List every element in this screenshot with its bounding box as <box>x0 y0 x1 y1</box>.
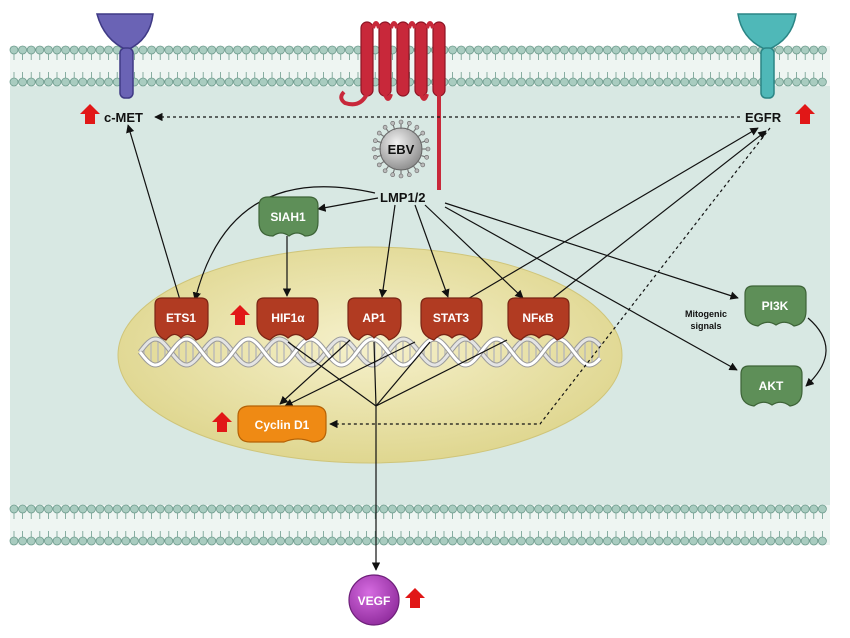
up-arrow-icon <box>230 305 250 325</box>
virus-icon <box>371 119 431 179</box>
akt-node: AKT <box>740 365 803 407</box>
nfkb-node: NFκB <box>507 297 570 341</box>
cyclind1-label: Cyclin D1 <box>255 418 310 432</box>
up-arrow-icon <box>80 104 100 124</box>
pi3k-node: PI3K <box>744 285 807 327</box>
up-arrow-icon <box>405 588 425 608</box>
siah1-node: SIAH1 <box>258 196 319 237</box>
up-arrow-icon <box>212 412 232 432</box>
signals-label: signals <box>690 321 721 331</box>
ets1-label: ETS1 <box>166 311 196 325</box>
egfr-node: EGFR <box>745 104 815 125</box>
ap1-node: AP1 <box>347 297 402 341</box>
cmet-receptor-icon <box>96 13 154 99</box>
lmp-receptor-icon <box>339 21 446 190</box>
ebv-label: EBV <box>388 142 415 157</box>
cmet-label: c-MET <box>104 110 143 125</box>
vegf-node: VEGF <box>348 574 425 626</box>
up-arrow-icon <box>795 104 815 124</box>
cmet-node: c-MET <box>80 104 143 125</box>
pi3k-label: PI3K <box>762 299 789 313</box>
nfkb-label: NFκB <box>522 311 554 325</box>
egfr-receptor-icon <box>737 13 797 99</box>
lmp-label: LMP1/2 <box>380 190 426 205</box>
mitogenic-label: Mitogenic <box>685 309 727 319</box>
plasma-membrane-bottom <box>9 504 830 546</box>
egfr-label: EGFR <box>745 110 782 125</box>
siah1-label: SIAH1 <box>270 210 306 224</box>
stat3-label: STAT3 <box>433 311 470 325</box>
hif1a-label: HIF1α <box>271 311 305 325</box>
hif1a-node: HIF1α <box>256 297 319 341</box>
akt-label: AKT <box>759 379 784 393</box>
ets1-node: ETS1 <box>154 297 209 341</box>
vegf-label: VEGF <box>358 594 391 608</box>
cyclind1-node: Cyclin D1 <box>212 405 327 443</box>
stat3-node: STAT3 <box>420 297 483 341</box>
ap1-label: AP1 <box>362 311 386 325</box>
connector-arrows <box>126 112 827 571</box>
